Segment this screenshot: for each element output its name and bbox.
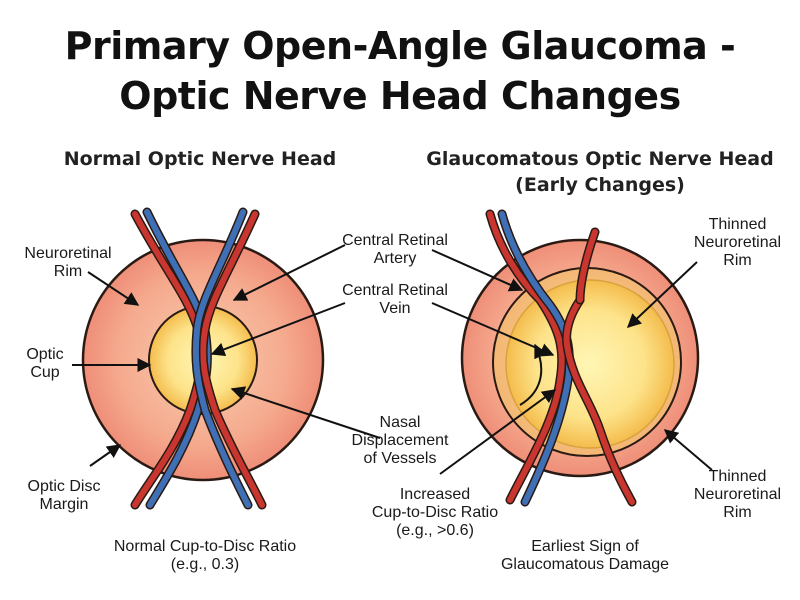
glaucoma-vessels [485, 209, 637, 507]
label-central-retinal-artery: Central Retinal Artery [342, 232, 448, 267]
label-thinned-rim-bottom: Thinned Neuroretinal Rim [693, 468, 782, 521]
page-title-line-2: Optic Nerve Head Changes [119, 74, 681, 118]
leader-arrows [72, 244, 713, 475]
label-neuroretinal-rim: Neuroretinal Rim [24, 245, 112, 280]
label-central-retinal-vein: Central Retinal Vein [342, 282, 448, 317]
glaucoma-heading-line-2: (Early Changes) [515, 174, 685, 196]
label-thinned-rim-top: Thinned Neuroretinal Rim [693, 216, 782, 269]
normal-caption: Normal Cup-to-Disc Ratio (e.g., 0.3) [113, 538, 297, 573]
label-increased-cdr: Increased Cup-to-Disc Ratio (e.g., >0.6) [371, 486, 499, 539]
glaucoma-caption: Earliest Sign of Glaucomatous Damage [500, 538, 670, 573]
label-optic-cup: Optic Cup [26, 346, 64, 381]
label-nasal-displacement: Nasal Displacement of Vessels [351, 414, 449, 467]
glaucoma-heading-line-1: Glaucomatous Optic Nerve Head [426, 148, 774, 170]
page-title-line-1: Primary Open-Angle Glaucoma - [64, 24, 736, 68]
normal-heading: Normal Optic Nerve Head [63, 148, 337, 170]
label-optic-disc-margin: Optic Disc Margin [27, 478, 101, 513]
normal-vessels [130, 207, 267, 510]
